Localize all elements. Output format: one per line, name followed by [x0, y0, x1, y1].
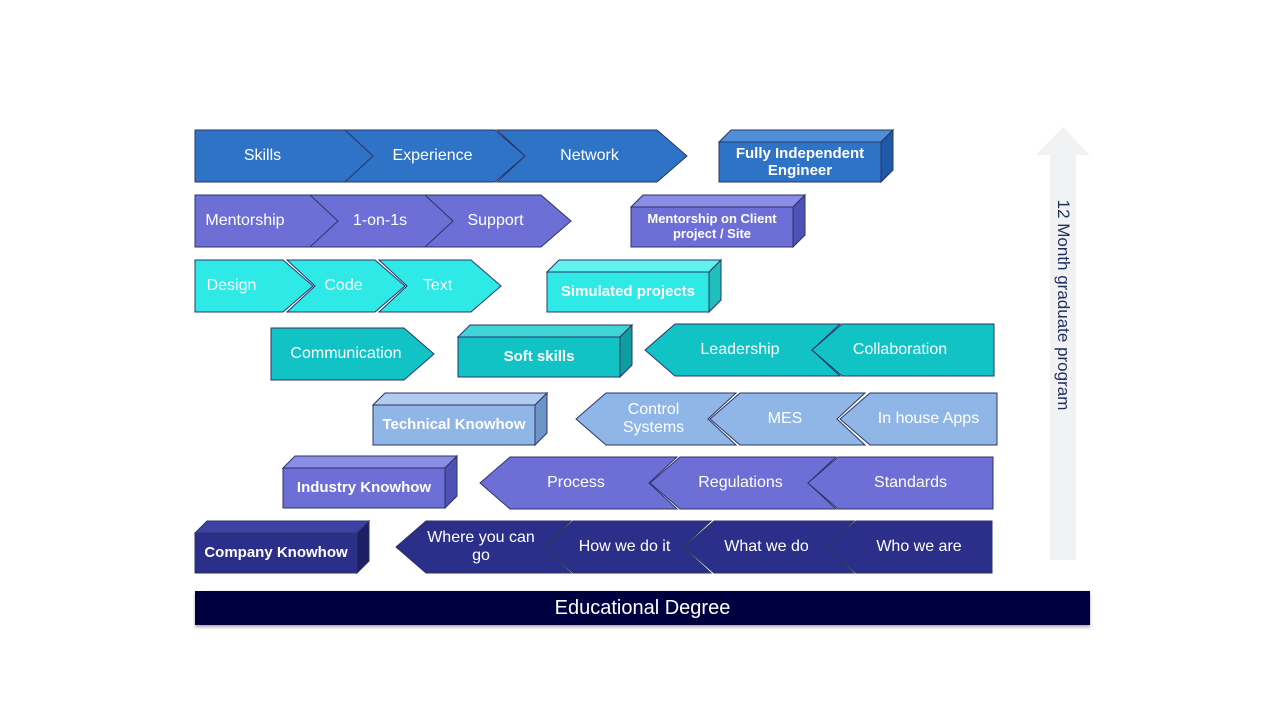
- box-fully-independent-engineer-front: [718, 141, 882, 183]
- chevron-what-we-do: [683, 520, 856, 574]
- box-mentorship-on-client-top: [629, 194, 807, 208]
- box-industry-knowhow-front: [282, 467, 446, 509]
- chevron-leadership: [644, 323, 842, 377]
- box-industry-knowhow-top: [281, 455, 459, 469]
- chevron-communication: [270, 327, 435, 381]
- chevron-process: [479, 456, 679, 510]
- chevron-mes: [709, 392, 867, 446]
- box-simulated-projects-top: [545, 259, 723, 273]
- box-company-knowhow-front: [194, 532, 358, 574]
- chevron-standards: [807, 456, 994, 510]
- chevron-network: [495, 129, 688, 183]
- chevron-support: [423, 194, 572, 248]
- chevron-how-we-do-it: [542, 520, 713, 574]
- chevron-where-you-can-go: [395, 520, 573, 574]
- box-fully-independent-engineer-top: [717, 129, 895, 143]
- chevron-in-house-apps: [839, 392, 998, 446]
- educational-degree-label: Educational Degree: [554, 596, 731, 619]
- box-mentorship-on-client-front: [630, 206, 794, 248]
- box-company-knowhow-top: [193, 520, 371, 534]
- chevron-regulations: [649, 456, 838, 510]
- box-technical-knowhow-top: [371, 392, 549, 406]
- educational-degree-bar: Educational Degree: [195, 591, 1090, 625]
- box-simulated-projects-front: [546, 271, 710, 313]
- box-soft-skills-front: [457, 336, 621, 378]
- graduate-program-label: 12 Month graduate program: [1054, 199, 1073, 411]
- graduate-program-arrow: [1036, 127, 1090, 560]
- chevron-experience: [343, 129, 526, 183]
- chevron-control-systems: [575, 392, 738, 446]
- chevron-collaboration: [811, 323, 995, 377]
- chevron-design: [194, 259, 314, 313]
- chevron-skills: [194, 129, 376, 183]
- chevron-who-we-are: [825, 520, 993, 574]
- chevron-code: [285, 259, 406, 313]
- box-soft-skills-top: [456, 324, 634, 338]
- box-technical-knowhow-front: [372, 404, 536, 446]
- chevron-text: [377, 259, 502, 313]
